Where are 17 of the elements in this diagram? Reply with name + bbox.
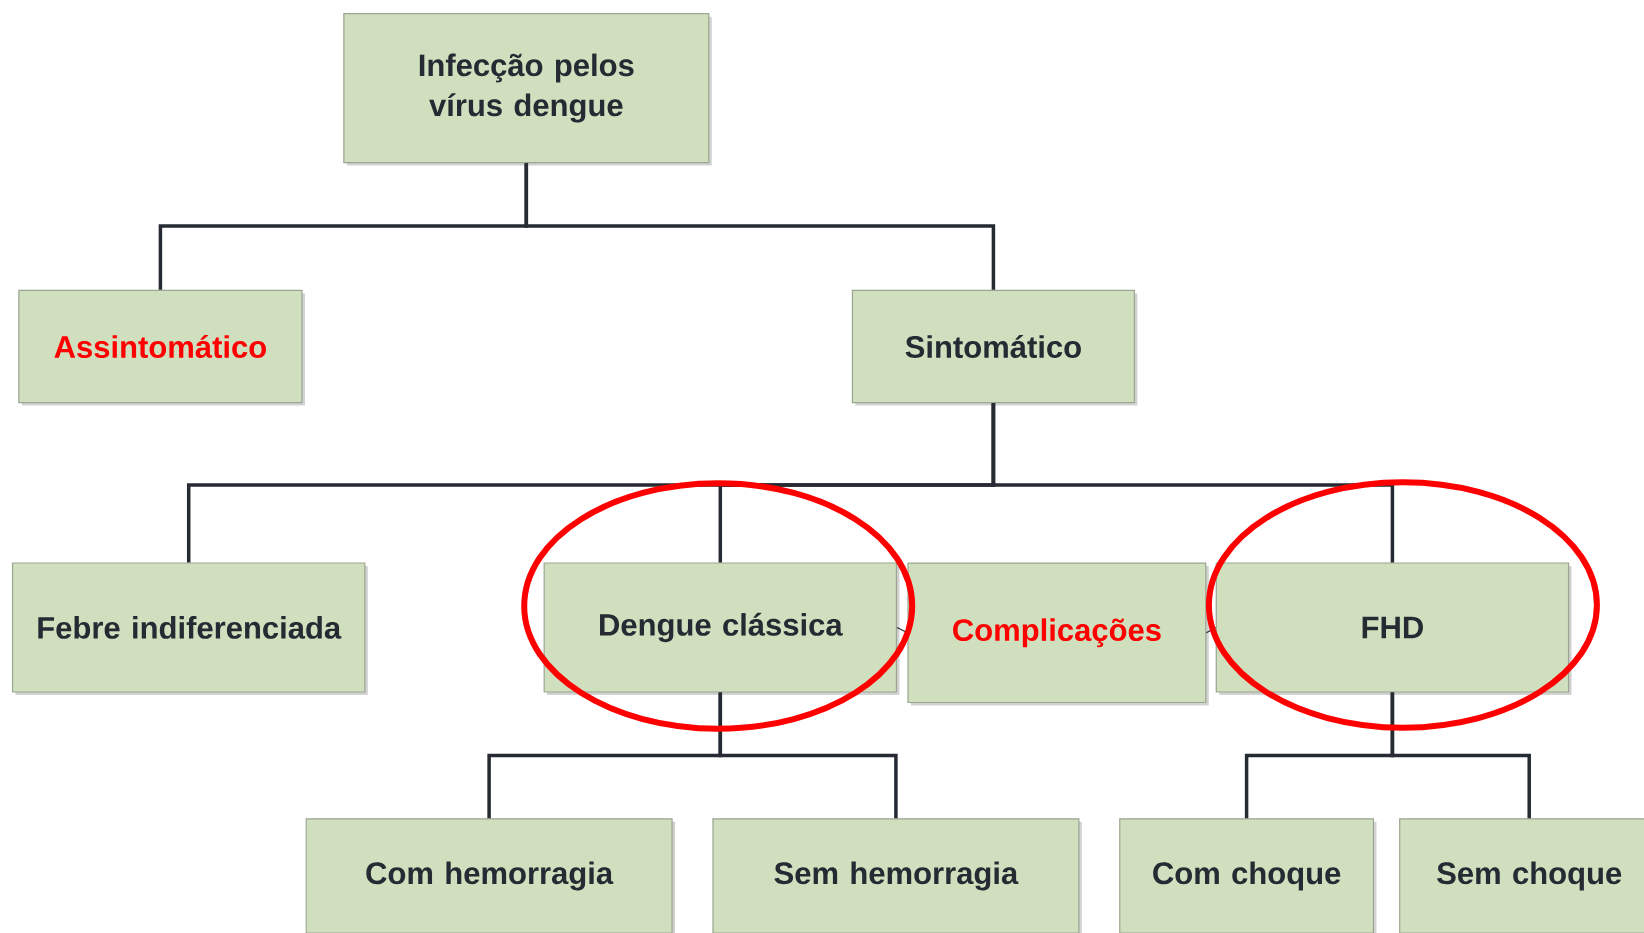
- process-box: Sintomático: [851, 289, 1138, 406]
- process-box: Sem hemorragia: [712, 818, 1082, 933]
- process-box: Infecção pelos vírus dengue: [343, 13, 712, 166]
- process-box: Com choque: [1119, 818, 1377, 933]
- process-box: Complicações: [907, 562, 1209, 706]
- process-box: Com hemorragia: [305, 818, 676, 933]
- connector-line: [896, 626, 908, 634]
- process-box: Sem choque: [1399, 818, 1644, 933]
- connector-line: [718, 692, 898, 819]
- connector-line: [1205, 626, 1217, 634]
- connector-line: [991, 403, 1395, 563]
- connector-line: [524, 163, 996, 290]
- process-box: FHD: [1215, 562, 1572, 695]
- connector-line: [1390, 692, 1531, 819]
- process-box: Dengue clássica: [543, 562, 900, 695]
- process-box: Assintomático: [18, 289, 305, 406]
- process-box: Febre indiferenciada: [11, 562, 368, 695]
